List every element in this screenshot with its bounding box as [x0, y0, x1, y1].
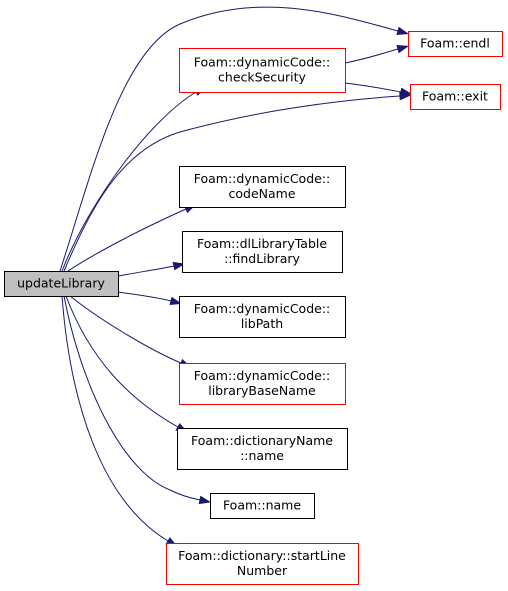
- node-label-line: ::findLibrary: [224, 251, 300, 266]
- node-label-line: Foam::name: [223, 498, 301, 513]
- node-findLibrary[interactable]: Foam::dlLibraryTable::findLibrary: [182, 231, 343, 273]
- node-updateLibrary[interactable]: updateLibrary: [4, 271, 119, 297]
- node-dictionaryName_name[interactable]: Foam::dictionaryName::name: [177, 428, 348, 470]
- edge-line: [344, 48, 399, 64]
- edge-updateLibrary-to-name: [63, 295, 212, 505]
- node-box[interactable]: [182, 231, 343, 273]
- edge-line: [67, 208, 187, 272]
- node-box[interactable]: [4, 271, 119, 297]
- node-label-line: Foam::dynamicCode::: [194, 171, 331, 186]
- node-label-line: Number: [237, 563, 288, 578]
- edge-line: [117, 291, 172, 302]
- node-libPath[interactable]: Foam::dynamicCode::libPath: [179, 296, 346, 338]
- node-box[interactable]: [166, 543, 359, 585]
- node-label-line: Foam::dictionary::startLine: [178, 548, 346, 563]
- node-label-line: Foam::endl: [420, 36, 490, 51]
- edge-checkSecurity-to-exit: [344, 82, 413, 97]
- edge-line: [117, 265, 175, 277]
- arrowhead-icon: [396, 44, 410, 54]
- node-codeName[interactable]: Foam::dynamicCode::codeName: [179, 166, 346, 208]
- node-label-line: Foam::dynamicCode::: [194, 55, 331, 70]
- edge-line: [63, 95, 401, 272]
- edge-updateLibrary-to-dictionaryName_name: [65, 295, 188, 433]
- arrowhead-icon: [396, 26, 410, 36]
- edge-line: [61, 91, 197, 272]
- node-box[interactable]: [410, 84, 501, 110]
- edge-line: [63, 295, 201, 501]
- nodes-layer: updateLibraryFoam::dynamicCode::checkSec…: [4, 31, 503, 585]
- node-box[interactable]: [179, 296, 346, 338]
- node-exit[interactable]: Foam::exit: [410, 84, 501, 110]
- arrowhead-icon: [198, 495, 212, 505]
- node-label-line: Foam::dynamicCode::: [194, 301, 331, 316]
- node-label-line: updateLibrary: [17, 276, 105, 291]
- edge-updateLibrary-to-libraryBaseName: [69, 295, 192, 368]
- node-label-line: libPath: [241, 316, 283, 331]
- node-box[interactable]: [408, 31, 503, 57]
- node-name[interactable]: Foam::name: [210, 493, 315, 519]
- node-box[interactable]: [179, 363, 346, 405]
- node-label-line: Foam::dlLibraryTable: [197, 236, 327, 251]
- node-label-line: Foam::dictionaryName: [191, 433, 333, 448]
- edge-updateLibrary-to-findLibrary: [117, 261, 186, 277]
- edge-line: [65, 295, 179, 428]
- arrowhead-icon: [399, 87, 413, 97]
- node-label-line: Foam::dynamicCode::: [194, 368, 331, 383]
- edge-updateLibrary-to-endl: [59, 6, 410, 272]
- edge-line: [61, 295, 169, 542]
- edge-line: [344, 82, 402, 93]
- node-label-line: checkSecurity: [218, 70, 307, 85]
- node-label-line: libraryBaseName: [208, 383, 316, 398]
- node-label-line: codeName: [228, 186, 295, 201]
- edge-line: [69, 295, 182, 364]
- edge-updateLibrary-to-codeName: [67, 204, 197, 272]
- node-box[interactable]: [179, 166, 346, 208]
- node-libraryBaseName[interactable]: Foam::dynamicCode::libraryBaseName: [179, 363, 346, 405]
- node-box[interactable]: [210, 493, 315, 519]
- node-box[interactable]: [177, 428, 348, 470]
- edge-updateLibrary-to-libPath: [117, 291, 183, 306]
- node-box[interactable]: [179, 48, 346, 93]
- edge-updateLibrary-to-startLineNumber: [61, 295, 178, 547]
- edge-checkSecurity-to-endl: [344, 44, 410, 64]
- node-label-line: Foam::exit: [422, 89, 488, 104]
- arrowhead-icon: [172, 261, 186, 271]
- arrowhead-icon: [169, 296, 183, 306]
- edge-line: [59, 6, 399, 272]
- node-endl[interactable]: Foam::endl: [408, 31, 503, 57]
- node-checkSecurity[interactable]: Foam::dynamicCode::checkSecurity: [179, 48, 346, 93]
- node-label-line: ::name: [240, 448, 284, 463]
